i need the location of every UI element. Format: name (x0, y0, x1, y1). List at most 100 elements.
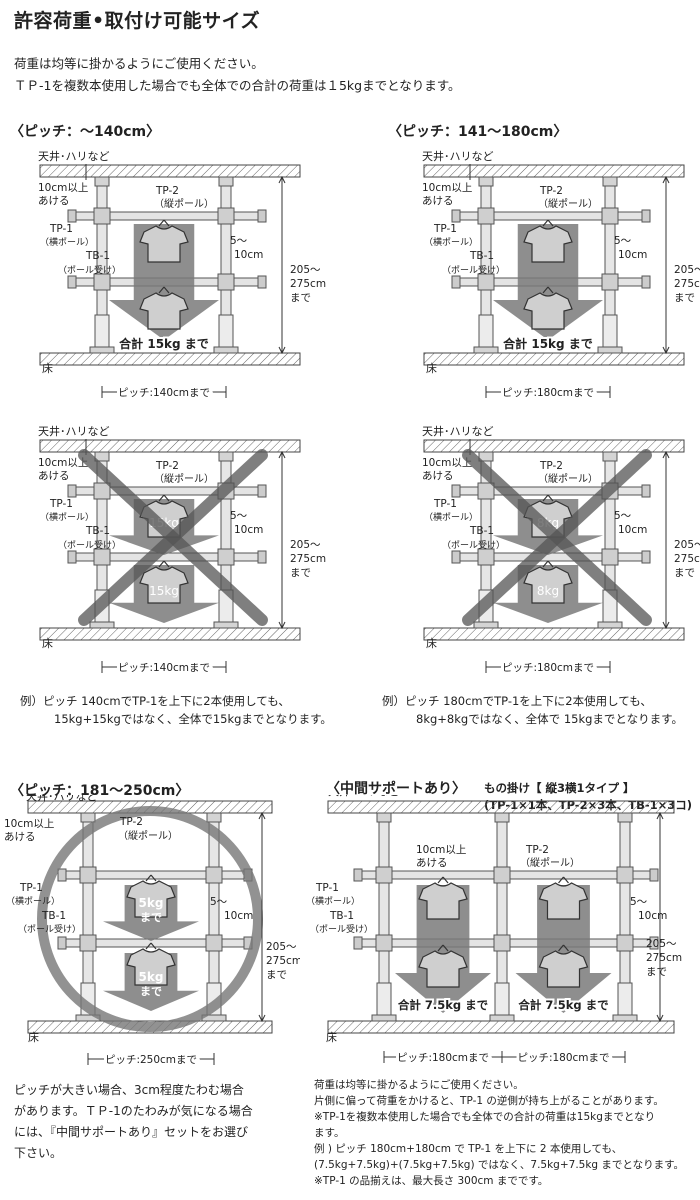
rail-end-cap (451, 550, 461, 564)
rail-end-cap (257, 550, 267, 564)
tp2-label: TP-2 (155, 185, 179, 197)
clearance-label: 10cm以上 (38, 457, 88, 469)
pole-top-cap (602, 176, 618, 187)
tp1-sub-label: （横ポール） (424, 236, 478, 248)
pole-receiver (217, 548, 235, 566)
pole-receiver (375, 934, 393, 952)
side-gap-label: 5～ (614, 235, 632, 247)
pole-foot (89, 346, 115, 354)
tp1-label: TP-1 (19, 882, 43, 894)
tp2-sub-label: （縦ポール） (154, 472, 214, 485)
floor-label: 床 (42, 636, 53, 650)
diagram-middle-support: 205～275cmまで床ピッチ:180cmまでピッチ:180cmまで天井･ハリな… (306, 795, 682, 1067)
height-dimension-arrow (662, 346, 670, 355)
tb1-sub-label: （ポール受け） (442, 264, 505, 276)
rail-end-cap (67, 209, 77, 223)
load-label: 合計 15kg まで (119, 336, 209, 351)
shirt-icon (418, 882, 468, 920)
load-label-bottom: 15kg (149, 584, 179, 598)
load-label-bottom-unit: まで (140, 985, 162, 998)
hanger-hook (158, 560, 170, 568)
height-label: 275cm (266, 955, 300, 967)
hanger-hook (158, 286, 170, 294)
floor-label: 床 (28, 1030, 39, 1044)
hanger-hook (437, 944, 449, 952)
floor-label: 床 (426, 636, 437, 650)
tp1-label: TP-1 (315, 882, 339, 894)
slab (39, 439, 301, 453)
hanger-hook (158, 219, 170, 227)
pole-receiver (79, 934, 97, 952)
section-heading-middle-support: 〈中間サポートあり〉 (326, 781, 466, 797)
ceiling-label: 天井･ハリなど (422, 149, 494, 163)
pole-receiver (205, 934, 223, 952)
shirt-icon (538, 950, 589, 988)
tb1-sub-label: （ポール受け） (442, 539, 505, 551)
pole-foot (473, 346, 499, 354)
tp1-label: TP-1 (49, 498, 73, 510)
rail-end-cap (641, 209, 651, 223)
tp2-label: TP-2 (119, 816, 143, 828)
tb1-sub-label: （ポール受け） (58, 264, 121, 276)
highlight-circle (37, 806, 263, 1032)
section-heading-pitch-250: 〈ピッチ：181～250cm〉 (10, 783, 190, 799)
side-gap-label: 5～ (210, 896, 228, 908)
height-label: 275cm (290, 278, 326, 290)
pole-receiver (601, 273, 619, 291)
clearance-label: あける (422, 470, 454, 482)
slab (423, 164, 685, 178)
pitch-label: ピッチ:140cmまで (118, 387, 210, 399)
pole-receiver (217, 207, 235, 225)
pole-receiver (93, 273, 111, 291)
height-label: まで (290, 292, 311, 304)
side-gap-label: 10cm (618, 524, 647, 536)
height-dimension-arrow (662, 450, 670, 459)
rail-end-cap (451, 209, 461, 223)
section-heading-pitch-140: 〈ピッチ：～140cm〉 (10, 124, 161, 140)
side-gap-label: 5～ (230, 510, 248, 522)
height-dimension-arrow (656, 1014, 664, 1023)
rail-end-cap (641, 275, 651, 289)
side-gap-label: 10cm (234, 524, 263, 536)
side-gap-label: 5～ (230, 235, 248, 247)
pole-sleeve (602, 314, 618, 348)
hanger-hook (145, 874, 157, 882)
ceiling-label: 天井･ハリなど (422, 424, 494, 438)
load-label-bottom: 5kg (139, 970, 164, 984)
pole-receiver (493, 934, 511, 952)
clearance-label: あける (38, 195, 70, 207)
pole-receiver (477, 273, 495, 291)
floor-label: 床 (426, 361, 437, 375)
pole-top-cap (617, 812, 633, 823)
height-label: 205～ (674, 264, 700, 276)
tb1-label: TB-1 (85, 525, 110, 537)
pole-foot (612, 1014, 638, 1022)
load-label-bottom: 8kg (537, 584, 559, 598)
height-label: 205～ (290, 264, 321, 276)
height-label: 205～ (290, 539, 321, 551)
load-label-left: 合計 7.5kg まで (398, 998, 488, 1012)
hanger-hook (145, 942, 157, 950)
pitch-label: ピッチ:140cmまで (118, 662, 210, 674)
pole-receiver (93, 207, 111, 225)
pole-top-cap (218, 451, 234, 462)
height-dimension-arrow (656, 811, 664, 820)
load-label: 合計 15kg まで (503, 336, 593, 351)
shirt-icon (523, 292, 573, 330)
diagram-pitch-180-ng: 205～275cmまで床ピッチ:180cmまで天井･ハリなど10cm以上あけるT… (422, 424, 700, 677)
rail-end-cap (257, 275, 267, 289)
shirt-icon (139, 566, 189, 604)
clearance-label: 10cm以上 (4, 818, 54, 830)
rail-end-cap (451, 484, 461, 498)
pole-sleeve (478, 314, 494, 348)
rail-end-cap (257, 209, 267, 223)
diagram-pitch-140: 205～275cmまで床ピッチ:140cmまで天井･ハリなど10cm以上あけるT… (38, 149, 326, 402)
rail-end-cap (649, 936, 659, 950)
slab (39, 164, 301, 178)
slab (423, 352, 685, 366)
pole-receiver (477, 207, 495, 225)
height-dimension-arrow (258, 1014, 266, 1023)
hanger-hook (158, 494, 170, 502)
clearance-label: 10cm以上 (38, 182, 88, 194)
height-label: 205～ (646, 938, 677, 950)
